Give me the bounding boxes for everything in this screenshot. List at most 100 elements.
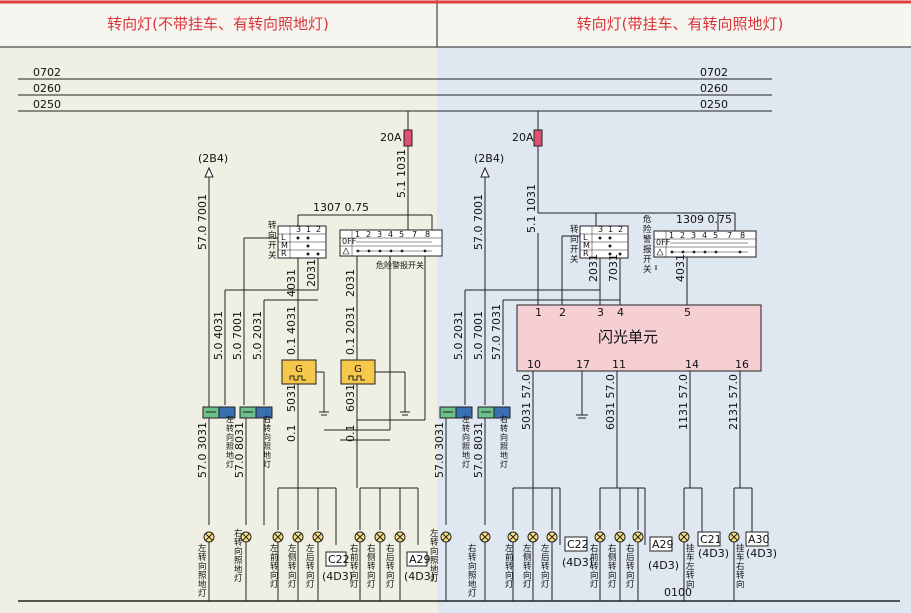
svg-text:3: 3 (598, 225, 603, 234)
lamp-icon (594, 531, 606, 543)
connector-sub: (4D3) (562, 556, 593, 569)
lamp-icon (678, 531, 690, 543)
svg-text:2: 2 (618, 225, 623, 234)
wire-label: 5031 (285, 384, 298, 412)
svg-text:0FF: 0FF (342, 237, 357, 246)
lamp-label: 右前转向灯 (350, 543, 359, 590)
connector-sub: (4D3) (648, 559, 679, 572)
svg-text:3: 3 (691, 231, 696, 240)
lamp-label: 左后转向灯 (306, 543, 315, 590)
fuse-label: 20A (512, 131, 534, 144)
lamp-label: 左转向照地灯 (430, 528, 439, 584)
svg-text:5: 5 (713, 231, 718, 240)
lamp-icon (546, 531, 558, 543)
connector-label: A30 (748, 533, 770, 546)
lamp-icon (614, 531, 626, 543)
wire-label: 0.1 2031 (344, 306, 357, 355)
svg-text:1: 1 (608, 225, 613, 234)
wire-label: 2031 (587, 254, 600, 282)
wire-label: 57.0 7031 (490, 304, 503, 360)
relay-label: 右转向照地灯 (500, 414, 508, 469)
pin-label: 11 (612, 358, 626, 371)
fuse-label: 20A (380, 131, 402, 144)
svg-text:4: 4 (388, 230, 393, 239)
svg-text:4: 4 (702, 231, 707, 240)
wire-label: 57.0 8031 (472, 422, 485, 478)
connector-c22-left (325, 551, 347, 567)
left-panel-bg (0, 0, 437, 613)
svg-text:M: M (281, 241, 288, 250)
wire-label: 1307 0.75 (313, 201, 369, 214)
svg-text:0FF: 0FF (656, 238, 671, 247)
wire-label: 5.1 1031 (525, 184, 538, 233)
fuse-icon (403, 129, 413, 147)
wire-label: 2131 57.0 (727, 374, 740, 430)
lamp-label: 左前转向灯 (270, 543, 279, 590)
lamp-label: 左后转向灯 (541, 543, 550, 590)
wire-label: 0.1 4031 (285, 306, 298, 355)
bus-label-left: 0702 (33, 66, 61, 79)
lamp-icon (507, 531, 519, 543)
wire-label: 5.0 4031 (212, 311, 225, 360)
lamp-icon (394, 531, 406, 543)
wire-label: 0.1 (285, 425, 298, 443)
lamp-label: 挂车左转向 (686, 543, 695, 590)
bus-label-right: 0260 (700, 82, 728, 95)
lamp-label: 右侧转向灯 (367, 543, 376, 590)
svg-text:2: 2 (680, 231, 685, 240)
connector-label: C22 (328, 553, 350, 566)
bus-label-left: 0260 (33, 82, 61, 95)
lamp-icon (479, 531, 491, 543)
wire-label: 0.1 (344, 425, 357, 443)
svg-text:G: G (295, 364, 303, 375)
pin-label: 4 (617, 306, 624, 319)
connector-c21 (697, 531, 721, 547)
ref-2b4-left: (2B4) (198, 152, 228, 165)
wire-label: 57.0 8031 (233, 422, 246, 478)
lamp-label: 挂车右转向 (736, 543, 745, 590)
relay-left-1 (202, 406, 236, 419)
connector-a29-right (649, 536, 673, 552)
svg-text:1: 1 (355, 230, 360, 239)
wire-label: 57.0 3031 (196, 422, 209, 478)
svg-text:L: L (281, 233, 286, 242)
pin-label: 16 (735, 358, 749, 371)
relay-label: 右转向照地灯 (263, 414, 271, 469)
svg-text:2: 2 (316, 225, 321, 234)
svg-text:3: 3 (377, 230, 382, 239)
pin-label: 5 (684, 306, 691, 319)
fuse-icon (533, 129, 543, 147)
connector-label: C22 (567, 538, 589, 551)
ground-label: 0100 (664, 586, 692, 599)
svg-text:R: R (281, 249, 287, 258)
connector-sub: (4D3) (698, 547, 729, 560)
svg-text:G: G (354, 364, 362, 375)
pin-label: 14 (685, 358, 699, 371)
connector-label: A29 (409, 553, 431, 566)
bus-lines: 0702 0260 0250 0702 0260 0250 (18, 66, 772, 112)
svg-text:7: 7 (727, 231, 732, 240)
svg-text:3: 3 (296, 225, 301, 234)
svg-text:8: 8 (425, 230, 430, 239)
pin-label: 1 (535, 306, 542, 319)
lamp-icon (312, 531, 324, 543)
hazard-switch-label: 危险警报开关 (643, 214, 652, 275)
lamp-label: 右后转向灯 (386, 543, 395, 590)
relay-right-2 (477, 406, 511, 419)
lamp-label: 左转向照地灯 (198, 543, 207, 599)
svg-text:8: 8 (740, 231, 745, 240)
lamp-icon (632, 531, 644, 543)
lamp-icon (527, 531, 539, 543)
pin-label: 10 (527, 358, 541, 371)
svg-text:5: 5 (399, 230, 404, 239)
wire-label: 5.1 1031 (395, 149, 408, 198)
svg-text:M: M (583, 241, 590, 250)
header-bar (0, 0, 911, 47)
connector-sub: (4D3) (322, 570, 353, 583)
lamp-icon (240, 531, 252, 543)
